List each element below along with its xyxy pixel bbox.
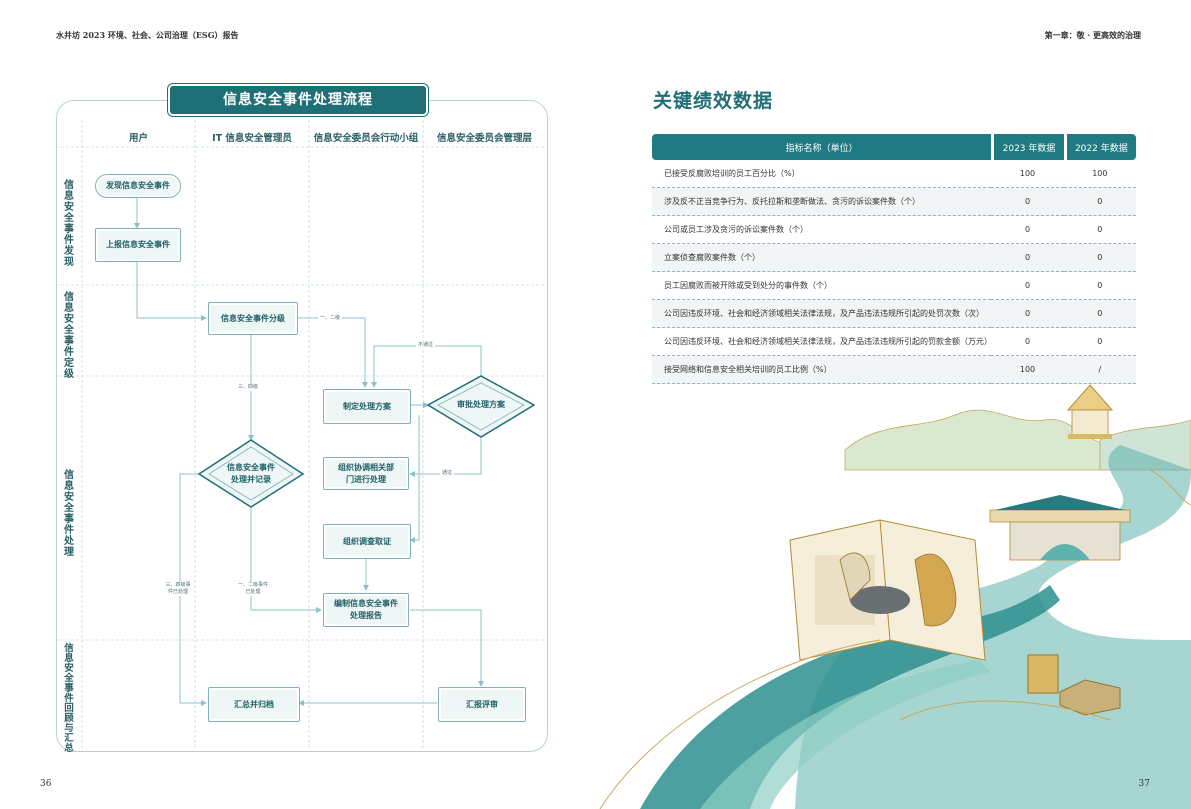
lane-it-admin: IT 信息安全管理员: [212, 133, 292, 144]
kpi-value-2023: 0: [991, 188, 1064, 216]
kpi-row-label: 公司或员工涉及贪污的诉讼案件数（个）: [652, 216, 992, 244]
row-review: 信息安全事件回顾与汇总: [64, 643, 74, 754]
kpi-value-2022: /: [1063, 356, 1136, 384]
kpi-title: 关键绩效数据: [653, 90, 774, 112]
kpi-row-label: 涉及反不正当竞争行为、反托拉斯和垄断做法、贪污的诉讼案件数（个）: [652, 188, 992, 216]
table-row: 公司因违反环境、社会和经济领域相关法律法规，及产品违法违规所引起的罚款金额（万元…: [652, 328, 1136, 356]
node-plan: 制定处理方案: [323, 389, 411, 424]
kpi-table: 指标名称（单位） 2023 年数据 2022 年数据 已接受反腐败培训的员工百分…: [652, 134, 1136, 384]
edge-label-level34-done: 三、四级事件已处理: [163, 582, 193, 596]
edge-label-level12: 一、二级: [318, 315, 343, 322]
node-compile: 编制信息安全事件处理报告: [323, 593, 409, 627]
lane-action-team: 信息安全委员会行动小组: [313, 133, 419, 144]
chapter-header: 第一章：敬 · 更高效的治理: [1044, 30, 1141, 40]
kpi-row-label: 公司因违反环境、社会和经济领域相关法律法规，及产品违法违规所引起的罚款金额（万元…: [652, 328, 992, 356]
kpi-value-2022: 0: [1063, 300, 1136, 328]
flowchart-title: 信息安全事件处理流程: [170, 86, 426, 114]
row-discover: 信息安全事件发现: [64, 180, 74, 268]
handle-record-diamond: [197, 439, 305, 508]
kpi-value-2022: 0: [1063, 328, 1136, 356]
kpi-row-label: 员工因腐败而被开除或受到处分的事件数（个）: [652, 272, 992, 300]
approve-diamond: [426, 375, 536, 438]
row-classify: 信息安全事件定级: [64, 292, 74, 380]
lane-user: 用户: [128, 133, 148, 144]
kpi-value-2022: 0: [1063, 216, 1136, 244]
kpi-col-name: 指标名称（单位）: [652, 134, 992, 160]
node-coordinate: 组织协调相关部门进行处理: [323, 457, 409, 490]
table-row: 接受网络和信息安全相关培训的员工比例（%）100/: [652, 356, 1136, 384]
page-number-right: 37: [1138, 779, 1150, 789]
node-classify: 信息安全事件分级: [208, 302, 298, 335]
report-header: 水井坊 2023 环境、社会、公司治理（ESG）报告: [56, 30, 239, 40]
kpi-value-2023: 0: [991, 216, 1064, 244]
table-row: 公司因违反环境、社会和经济领域相关法律法规，及产品违法违规所引起的处罚次数（次）…: [652, 300, 1136, 328]
kpi-value-2022: 0: [1063, 272, 1136, 300]
node-investigate: 组织调查取证: [323, 524, 411, 559]
kpi-row-label: 已接受反腐败培训的员工百分比（%）: [652, 160, 992, 188]
kpi-row-label: 公司因违反环境、社会和经济领域相关法律法规，及产品违法违规所引起的处罚次数（次）: [652, 300, 992, 328]
pavilion-icon: [1066, 384, 1114, 439]
kpi-value-2023: 100: [991, 160, 1064, 188]
node-report: 上报信息安全事件: [95, 228, 181, 262]
kpi-col-2023: 2023 年数据: [991, 134, 1064, 160]
book-icon: [789, 519, 986, 661]
node-approve: 审批处理方案: [457, 400, 505, 409]
kpi-value-2022: 0: [1063, 244, 1136, 272]
kpi-value-2022: 0: [1063, 188, 1136, 216]
kpi-row-label: 立案侦查腐败案件数（个）: [652, 244, 992, 272]
edge-label-pass: 通过: [440, 470, 455, 477]
kpi-value-2023: 0: [991, 300, 1064, 328]
kpi-col-2022: 2022 年数据: [1063, 134, 1136, 160]
kpi-value-2023: 100: [991, 356, 1064, 384]
well-icon: [1027, 654, 1121, 716]
kpi-value-2023: 0: [991, 272, 1064, 300]
node-archive: 汇总并归档: [208, 687, 300, 722]
node-review: 汇报评审: [438, 687, 526, 722]
page-number-left: 36: [40, 779, 52, 789]
node-discover: 发现信息安全事件: [95, 174, 181, 198]
edge-label-reject: 不通过: [416, 342, 436, 349]
bridge-icon: [989, 495, 1131, 561]
lane-management: 信息安全委员会管理层: [436, 133, 532, 144]
kpi-header-row: 指标名称（单位） 2023 年数据 2022 年数据: [652, 134, 1136, 160]
kpi-value-2022: 100: [1063, 160, 1136, 188]
row-handle: 信息安全事件处理: [64, 470, 74, 558]
node-handle-record: 信息安全事件处理并记录: [227, 463, 275, 484]
kpi-value-2023: 0: [991, 244, 1064, 272]
edge-label-level12-done: 一、二级事件已处理: [235, 582, 271, 596]
kpi-row-label: 接受网络和信息安全相关培训的员工比例（%）: [652, 356, 992, 384]
edge-label-level34: 三、四级: [236, 384, 261, 391]
kpi-value-2023: 0: [991, 328, 1064, 356]
